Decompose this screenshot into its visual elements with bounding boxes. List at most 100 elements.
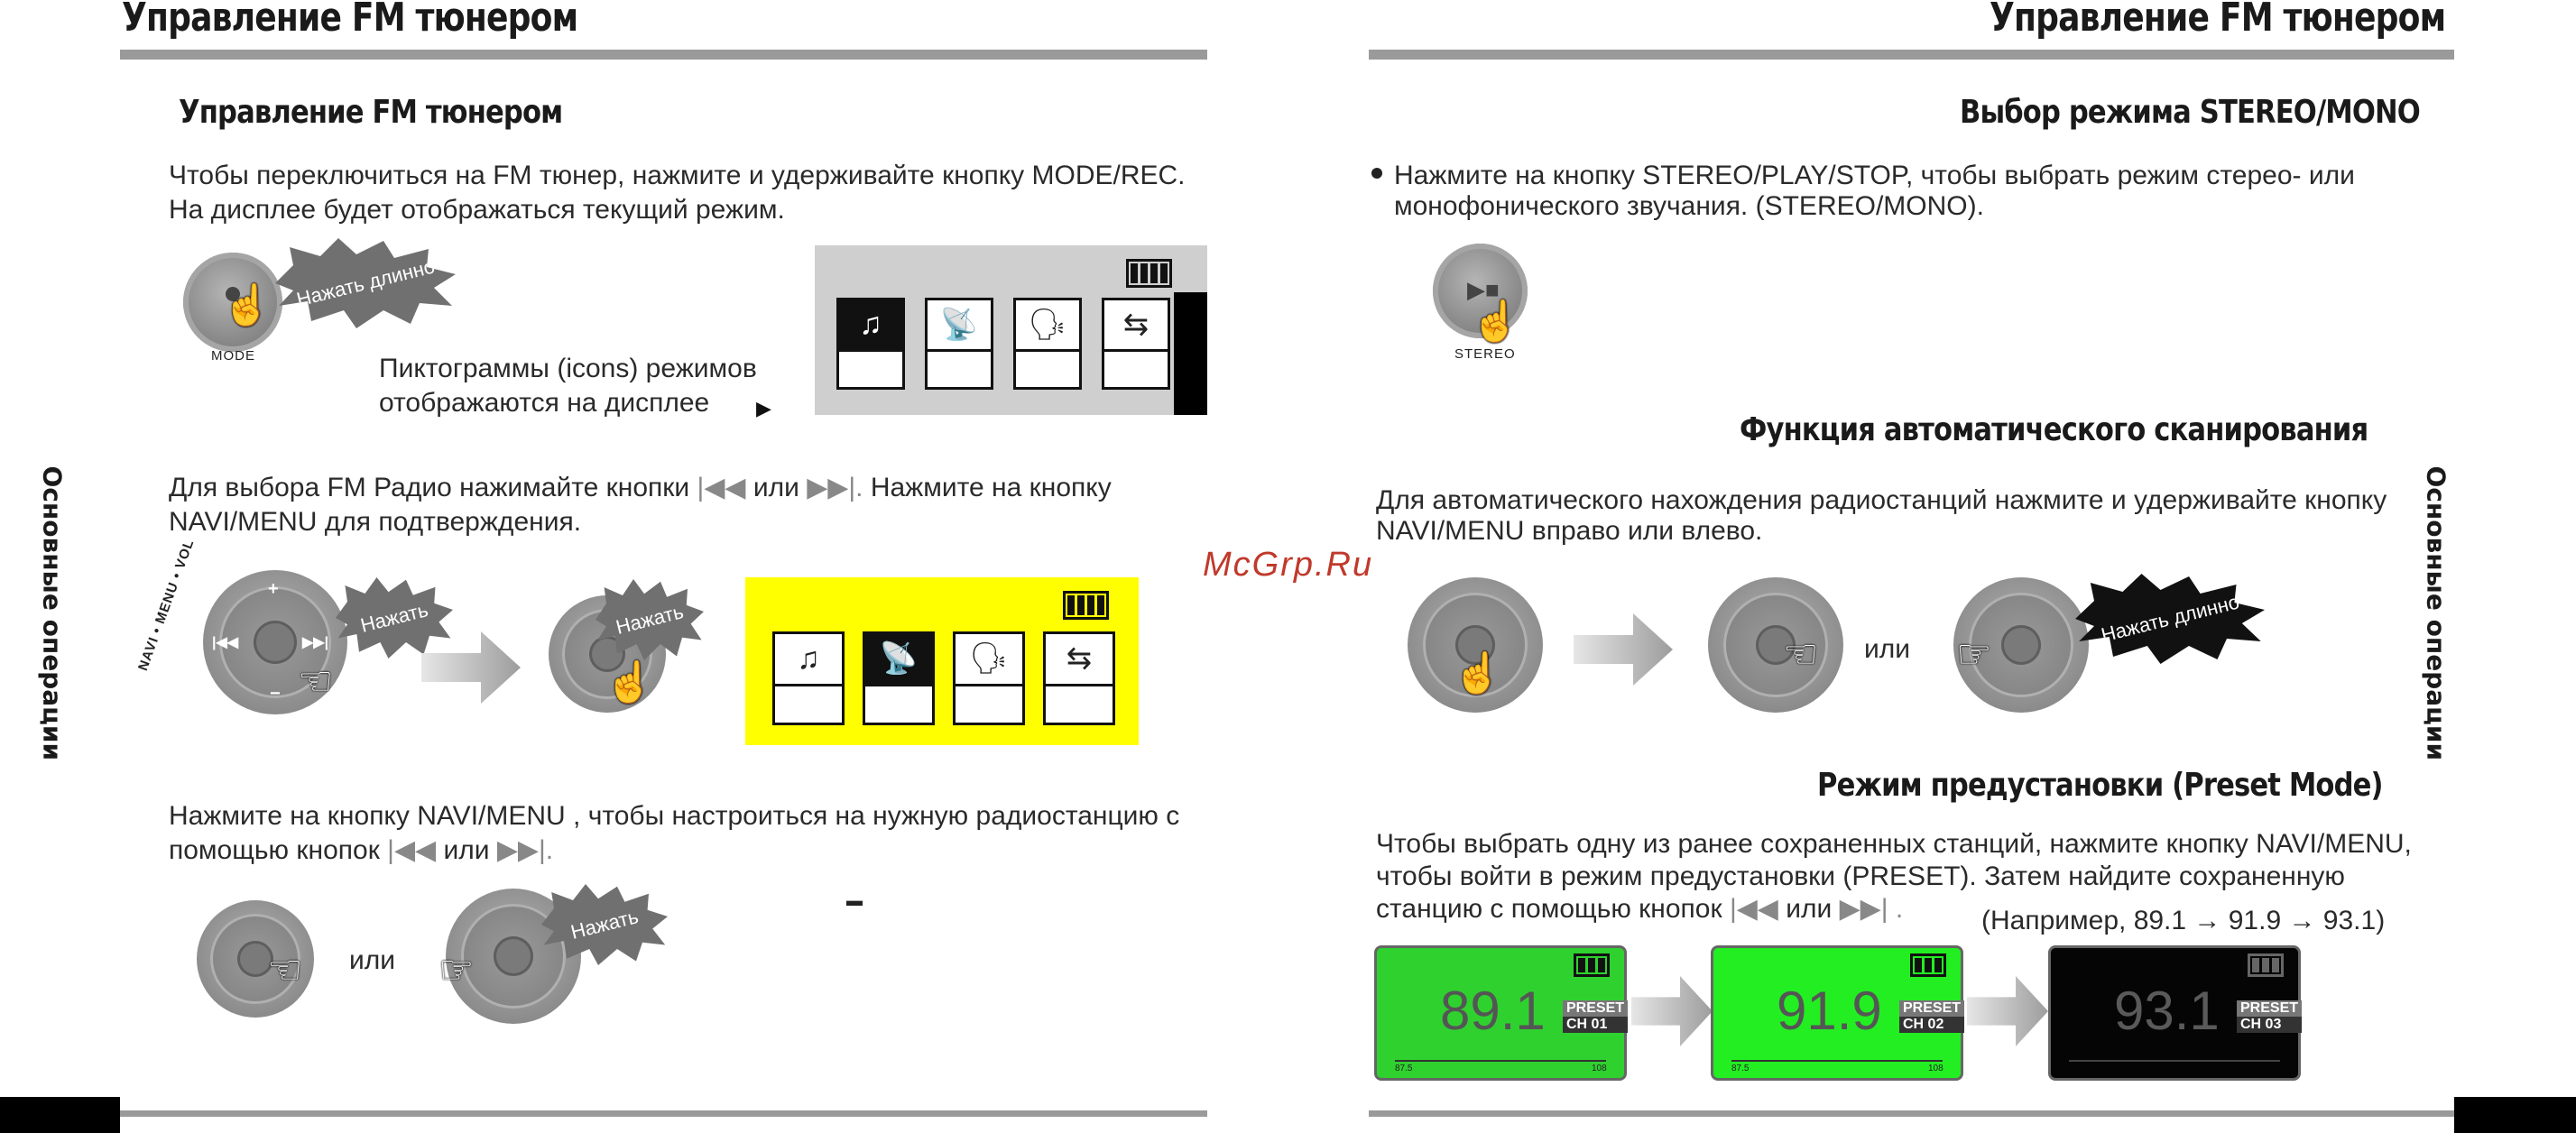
right-sec3-line1: Чтобы выбрать одну из ранее сохраненных … [1376,829,2412,859]
screen2-channel: CH 02 [1899,1017,1965,1033]
next-icon: ▶▶| [302,635,329,650]
sec3-or: или [1786,894,1833,924]
yellow-icon-radio: 📡 [863,631,935,725]
nav-wheel-center [254,621,297,664]
right-sec3-title: Режим предустановки (Preset Mode) [1817,767,2384,804]
right-sec2-line1: Для автоматического нахождения радиостан… [1376,485,2387,515]
right-page-title: Управление FM тюнером [1990,0,2446,41]
press-burst-1-text: Нажать [357,598,430,637]
watermark: McGrp.Ru [1203,546,1374,584]
long-press-burst-2-text: Нажать длинно [2098,590,2241,647]
prev-button-glyph-3: |◀◀ [1729,894,1778,924]
pointer-arrow-icon: ▶ [756,397,771,419]
screen2-scale-max: 108 [1928,1064,1944,1073]
right-sec1-line1: Нажмите на кнопку STEREO/PLAY/STOP, чтоб… [1394,161,2355,190]
right-bottom-rule [1369,1110,2454,1117]
next-button-glyph-2: ▶▶|. [496,835,554,865]
hand-pointer-icon-6: ☝ [1471,299,1520,344]
left-page-corner-block [0,1097,120,1133]
icons-caption-line1: Пиктограммы (icons) режимов [379,354,757,383]
long-press-burst-2: Нажать длинно [2075,574,2265,664]
left-para2-line2: NAVI/MENU для подтверждения. [169,507,582,537]
left-section-title: Управление FM тюнером [179,94,563,131]
minus-icon: − [270,684,281,704]
preset-flow-arrow-1 [1631,976,1713,1046]
prev-button-glyph-2: |◀◀ [387,835,437,865]
screen3-preset-tag: PRESET CH 03 [2237,1000,2303,1033]
stereo-button-illustration [1433,244,1528,338]
yellow-icon-music: ♫ [772,631,845,725]
mode-button-dot [226,287,240,301]
screen1-channel: CH 01 [1563,1017,1629,1033]
battery-icon [1126,259,1172,288]
right-top-rule [1369,50,2454,60]
preset-screen-3: 93.1 PRESET CH 03 [2048,945,2303,1081]
screen2-battery-icon [1910,953,1946,977]
right-page-corner-block [2454,1097,2576,1133]
scan-wheel-c [1953,577,2089,713]
screen3-preset-label: PRESET [2237,1000,2303,1017]
screen1-preset-label: PRESET [1563,1000,1629,1017]
sec3-text-a: станцию с помощью кнопок [1376,894,1722,924]
para3-or: или [443,835,490,865]
mode-button-illustration [183,253,282,352]
screen1-battery-icon [1574,953,1610,977]
screen1-scale-max: 108 [1592,1064,1607,1073]
row3-or: или [349,945,396,975]
screen2-scale-min: 87.5 [1731,1064,1750,1073]
right-sec1-line2: монофонического звучания. (STEREO/MONO). [1394,191,1984,221]
left-para3-line2: помощью кнопок |◀◀ или ▶▶|. [169,834,553,868]
nav-wheel-row3-b-center [494,936,533,976]
small-mark-icon: ▬ [846,891,863,909]
screen3-scale [2069,1060,2280,1062]
scan-wheel-b-center [1756,625,1796,665]
hand-pointer-icon-2: ☜ [298,659,334,704]
left-top-rule [120,50,1207,60]
screen3-frequency: 93.1 [2114,981,2220,1041]
right-sec2-title: Функция автоматического сканирования [1740,411,2368,448]
screen1-scale [1395,1060,1606,1062]
yellow-display-panel: ♫ 📡 🗣 ⇆ [745,577,1139,745]
battery-icon-2 [1063,591,1109,620]
next-button-glyph: ▶▶|. [807,473,863,502]
right-sec3-line3: станцию с помощью кнопок |◀◀ или ▶▶| . [1376,892,1903,926]
nav-wheel-large: + − |◀◀ ▶▶| [203,570,347,714]
prev-button-glyph: |◀◀ [697,473,746,502]
screen3-battery-icon [2248,953,2284,977]
para2-text-a: Для выбора FM Радио нажимайте кнопки [169,473,690,502]
hand-pointer-icon-5: ☞ [439,948,475,992]
stereo-button-label: STEREO [1454,346,1516,362]
hand-pointer-icon-9: ☞ [1956,632,1992,677]
screen2-scale [1731,1060,1943,1062]
mode-button-label: MODE [211,348,255,364]
para3-text-a: помощью кнопок [169,835,380,865]
right-sec3-line2: чтобы войти в режим предустановки (PRESE… [1376,861,2345,891]
play-stop-icon: ▶■ [1467,276,1500,303]
panel-edge [1174,292,1207,415]
para2-text-b: Нажмите на кнопку [870,473,1112,502]
right-sec2-line2: NAVI/MENU вправо или влево. [1376,516,1763,546]
right-sec1-title: Выбор режима STEREO/MONO [1960,94,2421,131]
screen2-frequency: 91.9 [1777,981,1882,1041]
preset-flow-arrow-2 [1967,976,2048,1046]
hand-pointer-icon-8: ☜ [1783,632,1819,677]
nav-wheel-row3-a [197,900,314,1018]
flow-arrow-1 [421,631,521,704]
preset-screen-2: 91.9 PRESET CH 02 87.5 108 [1711,945,1965,1081]
screen2-preset-label: PRESET [1899,1000,1965,1017]
scan-wheel-a-center [1455,625,1495,665]
wheel-label: NAVI • MENU • VOL [135,537,198,673]
screen3-channel: CH 03 [2237,1017,2303,1033]
gray-display-panel: ♫ 📡 🗣 ⇆ [815,245,1207,415]
long-press-burst-text: Нажать длинно [293,254,437,311]
yellow-icon-voice: 🗣 [953,631,1025,725]
plus-icon: + [268,579,279,599]
scan-wheel-b [1708,577,1843,713]
left-para1: Чтобы переключиться на FM тюнер, нажмите… [169,161,1186,225]
icons-caption-line2: отображаются на дисплее [379,388,710,418]
left-para3-line1: Нажмите на кнопку NAVI/MENU , чтобы наст… [169,801,1180,831]
long-press-burst: Нажать длинно [275,238,456,328]
scan-wheel-c-center [2001,625,2041,665]
scan-wheel-a [1408,577,1543,713]
screen1-preset-tag: PRESET CH 01 [1563,1000,1629,1033]
